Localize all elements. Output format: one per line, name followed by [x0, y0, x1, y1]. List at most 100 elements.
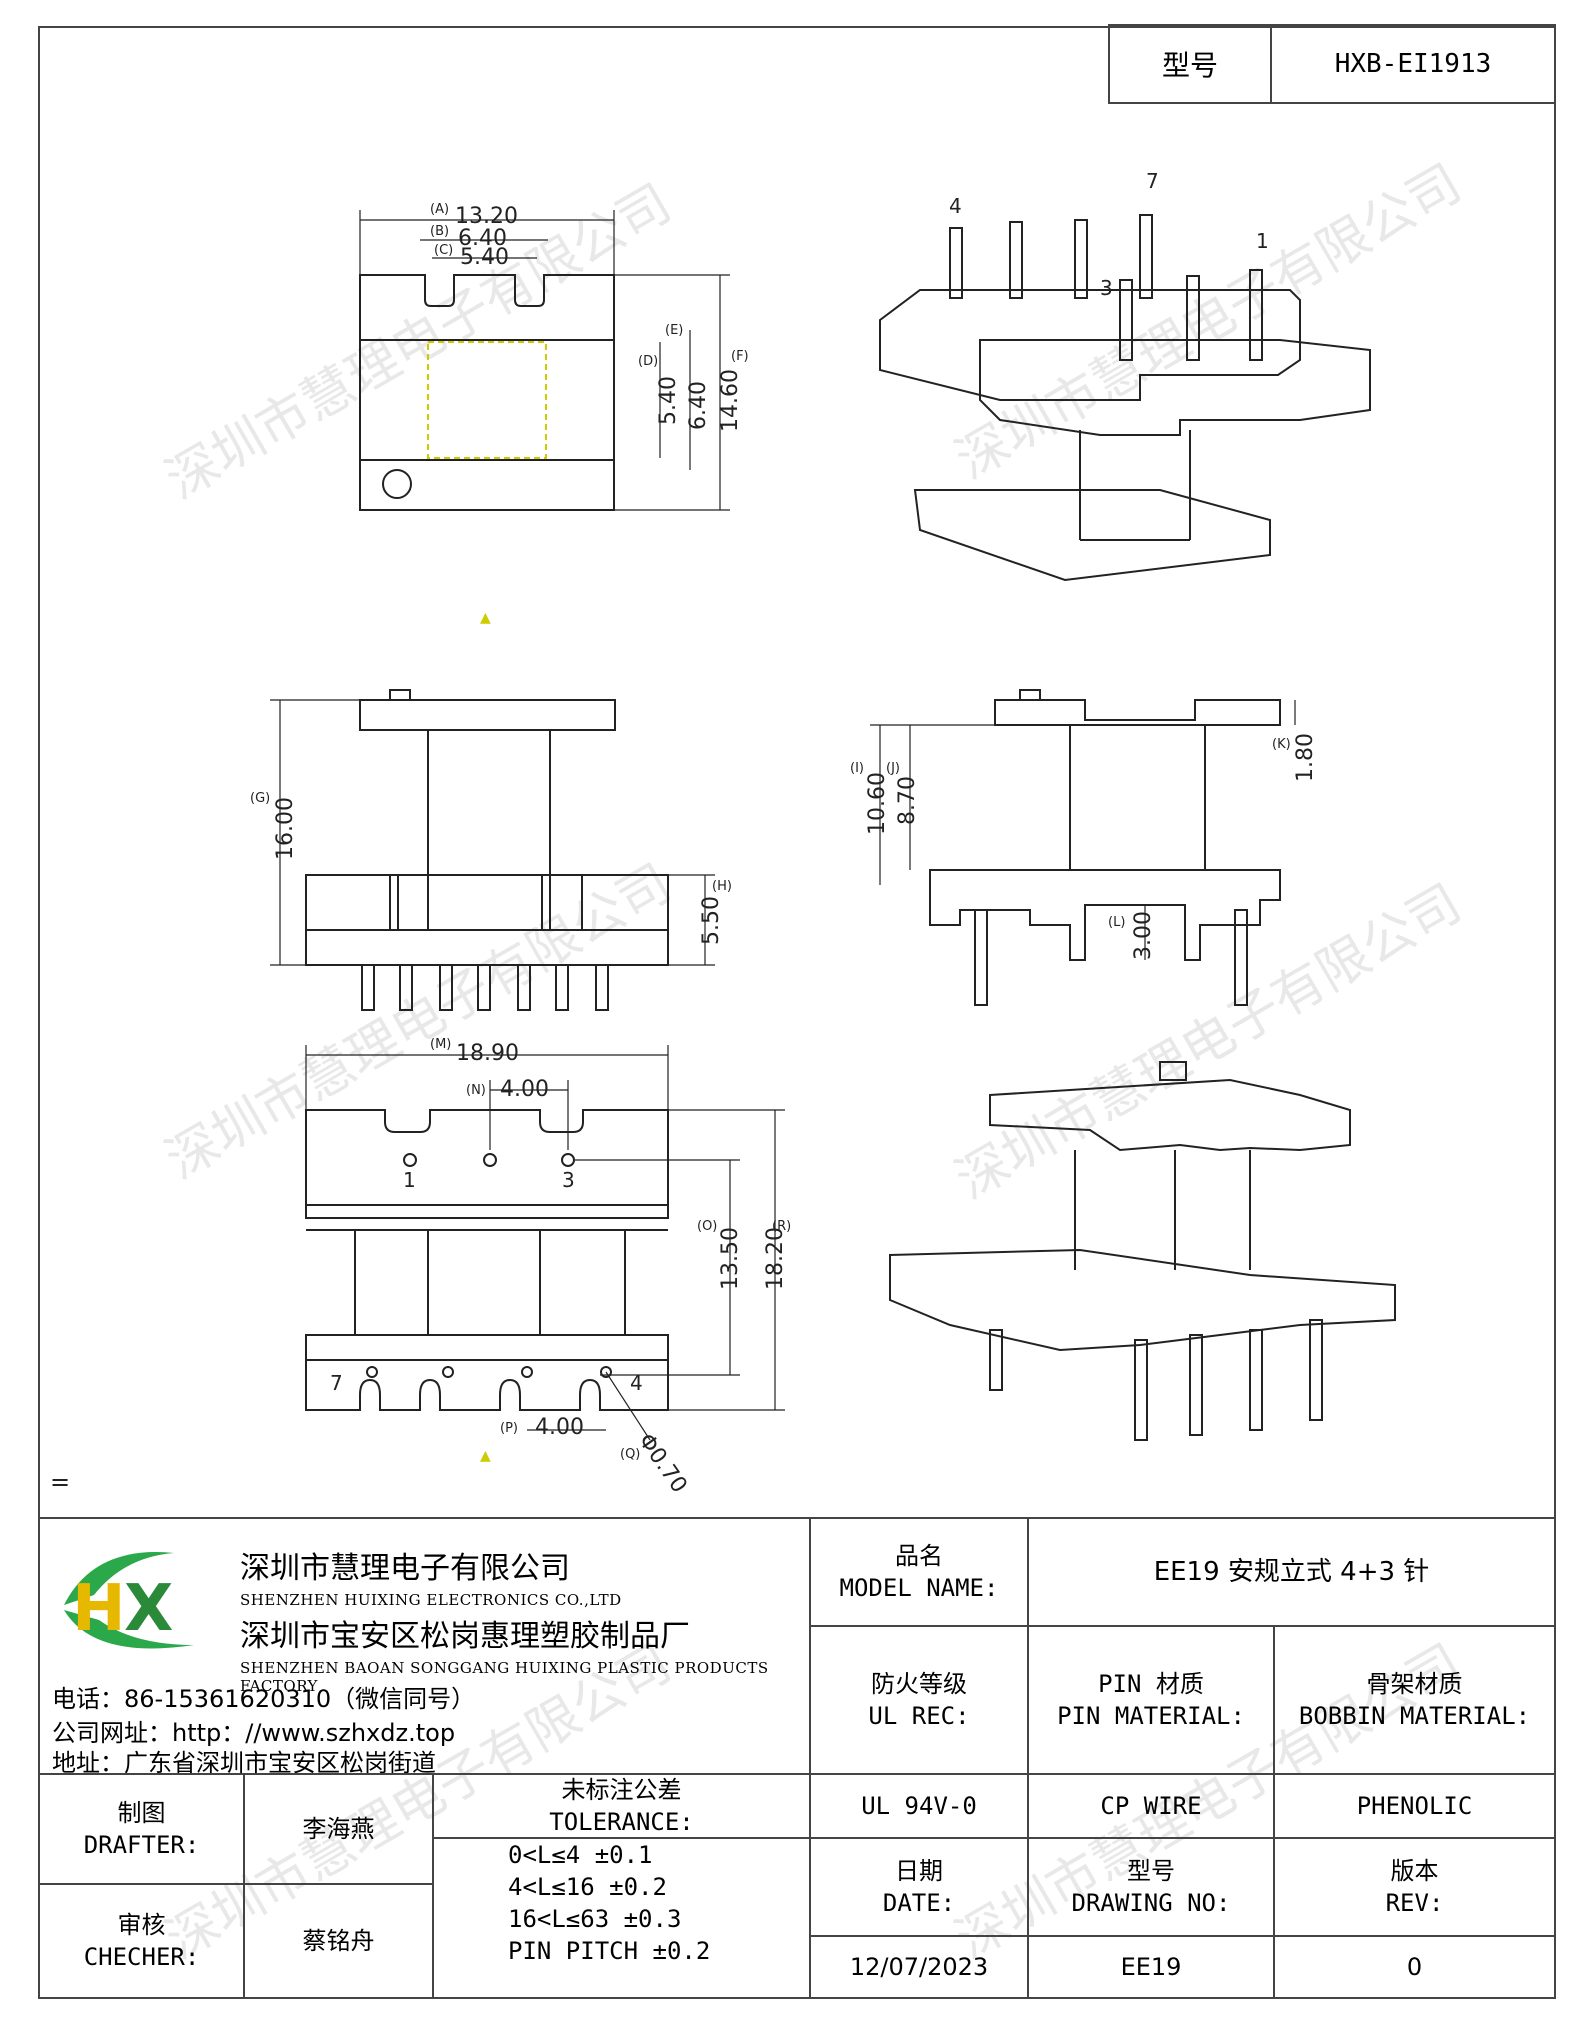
dim-o-tag: (O): [697, 1219, 717, 1234]
company-name-cn: 深圳市慧理电子有限公司: [240, 1551, 570, 1586]
tolerance-label: 未标注公差 TOLERANCE:: [432, 1773, 811, 1839]
model-name-cn: 品名: [895, 1542, 943, 1570]
drawing-no-label: 型号 DRAWING NO:: [1027, 1837, 1275, 1937]
dim-a-tag: (A): [430, 202, 449, 217]
bottom-pin-1: 1: [403, 1168, 416, 1192]
dim-k-tag: (K): [1272, 737, 1291, 752]
company-info: H X 深圳市慧理电子有限公司 SHENZHEN HUIXING ELECTRO…: [38, 1517, 811, 1777]
pin-material-value: CP WIRE: [1027, 1773, 1275, 1839]
tolerance-line: 0<L≤4 ±0.1: [508, 1841, 653, 1869]
eq-mark: =: [50, 1468, 70, 1496]
dim-i: 10.60: [865, 772, 890, 835]
date-en: DATE:: [882, 1889, 956, 1917]
dim-n: 4.00: [500, 1077, 549, 1102]
dim-r: 18.20: [763, 1227, 788, 1290]
dim-o: 13.50: [718, 1227, 743, 1290]
phone: 电话：86-15361620310（微信同号）: [52, 1685, 476, 1713]
iso-view-bottom: [889, 1061, 1396, 1441]
drawing-no-value: EE19: [1027, 1935, 1275, 1999]
bobbin-material-cn: 骨架材质: [1366, 1670, 1463, 1698]
dim-j-tag: (J): [886, 761, 900, 776]
logo-h: H: [72, 1572, 126, 1646]
company-name-en: SHENZHEN HUIXING ELECTRONICS CO.,LTD: [240, 1591, 622, 1609]
rev-en: REV:: [1385, 1889, 1444, 1917]
pin-material-en: PIN MATERIAL:: [1057, 1702, 1245, 1730]
iso-view-top: [879, 214, 1371, 582]
model-name-label: 品名 MODEL NAME:: [809, 1517, 1029, 1627]
checker-label: 审核 CHECHER:: [38, 1883, 245, 1999]
iso-pin-4: 4: [949, 194, 962, 218]
pin-material-label: PIN 材质 PIN MATERIAL:: [1027, 1625, 1275, 1775]
dim-m: 18.90: [456, 1041, 519, 1066]
dim-h: 5.50: [699, 896, 724, 945]
factory-name-en: SHENZHEN BAOAN SONGGANG HUIXING PLASTIC …: [240, 1659, 769, 1695]
tolerance-line: 16<L≤63 ±0.3: [508, 1905, 682, 1933]
bottom-view: [305, 1045, 785, 1441]
tolerance-line: 4<L≤16 ±0.2: [508, 1873, 667, 1901]
rev-cn: 版本: [1390, 1857, 1439, 1885]
date-value: 12/07/2023: [809, 1935, 1029, 1999]
checker-name: 蔡铭舟: [243, 1883, 434, 1999]
dim-a: 13.20: [455, 204, 518, 229]
drafter-en: DRAFTER:: [83, 1831, 200, 1859]
checker-cn: 审核: [117, 1911, 166, 1939]
dim-j: 8.70: [895, 776, 920, 825]
drafter-label: 制图 DRAFTER:: [38, 1773, 245, 1885]
marker: ▲: [480, 610, 491, 626]
tolerance-cn: 未标注公差: [561, 1776, 682, 1804]
drafter-name: 李海燕: [243, 1773, 434, 1885]
dim-f: 14.60: [718, 369, 743, 432]
bottom-pin-7: 7: [330, 1371, 343, 1395]
dim-g: 16.00: [273, 797, 298, 860]
dim-q: Φ0.70: [633, 1429, 692, 1498]
dim-b: 6.40: [458, 226, 507, 251]
pin-material-cn: PIN 材质: [1098, 1670, 1204, 1698]
dim-k: 1.80: [1293, 733, 1318, 782]
bobbin-material-label: 骨架材质 BOBBIN MATERIAL:: [1273, 1625, 1556, 1775]
tolerance-line: PIN PITCH ±0.2: [508, 1937, 711, 1965]
dim-c: 5.40: [460, 245, 509, 270]
dim-d: 5.40: [656, 376, 681, 425]
logo-x: X: [124, 1572, 173, 1646]
bottom-pin-4: 4: [630, 1371, 643, 1395]
dim-l: 3.00: [1131, 911, 1156, 960]
dim-c-tag: (C): [434, 243, 453, 258]
rev-value: 0: [1273, 1935, 1556, 1999]
dim-r-tag: (R): [772, 1219, 791, 1234]
dim-p-tag: (P): [500, 1421, 518, 1436]
dim-m-tag: (M): [430, 1037, 451, 1052]
dim-f-tag: (F): [731, 349, 749, 364]
bobbin-material-en: BOBBIN MATERIAL:: [1298, 1702, 1531, 1730]
model-name-value: EE19 安规立式 4+3 针: [1027, 1517, 1556, 1627]
technical-drawing: (A) 13.20 (B) 6.40 (C) 5.40 (E) (D) (F) …: [50, 169, 1396, 1498]
address: 地址：广东省深圳市宝安区松岗街道: [52, 1749, 436, 1777]
ul-rec-label: 防火等级 UL REC:: [809, 1625, 1029, 1775]
ul-rec-en: UL REC:: [868, 1702, 970, 1730]
checker-en: CHECHER:: [83, 1943, 200, 1971]
tolerance-en: TOLERANCE:: [549, 1808, 694, 1836]
date-cn: 日期: [895, 1857, 943, 1885]
bobbin-material-value: PHENOLIC: [1273, 1773, 1556, 1839]
iso-pin-3: 3: [1100, 276, 1113, 300]
dim-p: 4.00: [535, 1415, 584, 1440]
dim-h-tag: (H): [712, 879, 732, 894]
drawing-no-en: DRAWING NO:: [1071, 1889, 1231, 1917]
ul-rec-value: UL 94V-0: [809, 1773, 1029, 1839]
model-number-box: 型号 HXB-EI1913: [1108, 24, 1556, 104]
dim-q-tag: (Q): [620, 1447, 640, 1462]
dim-l-tag: (L): [1108, 915, 1125, 930]
dim-g-tag: (G): [250, 791, 270, 806]
factory-name-cn: 深圳市宝安区松岗惠理塑胶制品厂: [240, 1619, 690, 1654]
dim-n-tag: (N): [466, 1083, 486, 1098]
drawing-no-cn: 型号: [1127, 1857, 1175, 1885]
rev-label: 版本 REV:: [1273, 1837, 1556, 1937]
top-view: [359, 210, 730, 511]
model-value: HXB-EI1913: [1334, 49, 1492, 79]
dim-e-tag: (E): [665, 323, 683, 338]
dim-i-tag: (I): [850, 761, 864, 776]
dim-d-tag: (D): [638, 354, 658, 369]
dim-b-tag: (B): [430, 224, 449, 239]
drafter-cn: 制图: [117, 1799, 166, 1827]
dim-e: 6.40: [686, 381, 711, 430]
model-name-en: MODEL NAME:: [839, 1574, 999, 1602]
